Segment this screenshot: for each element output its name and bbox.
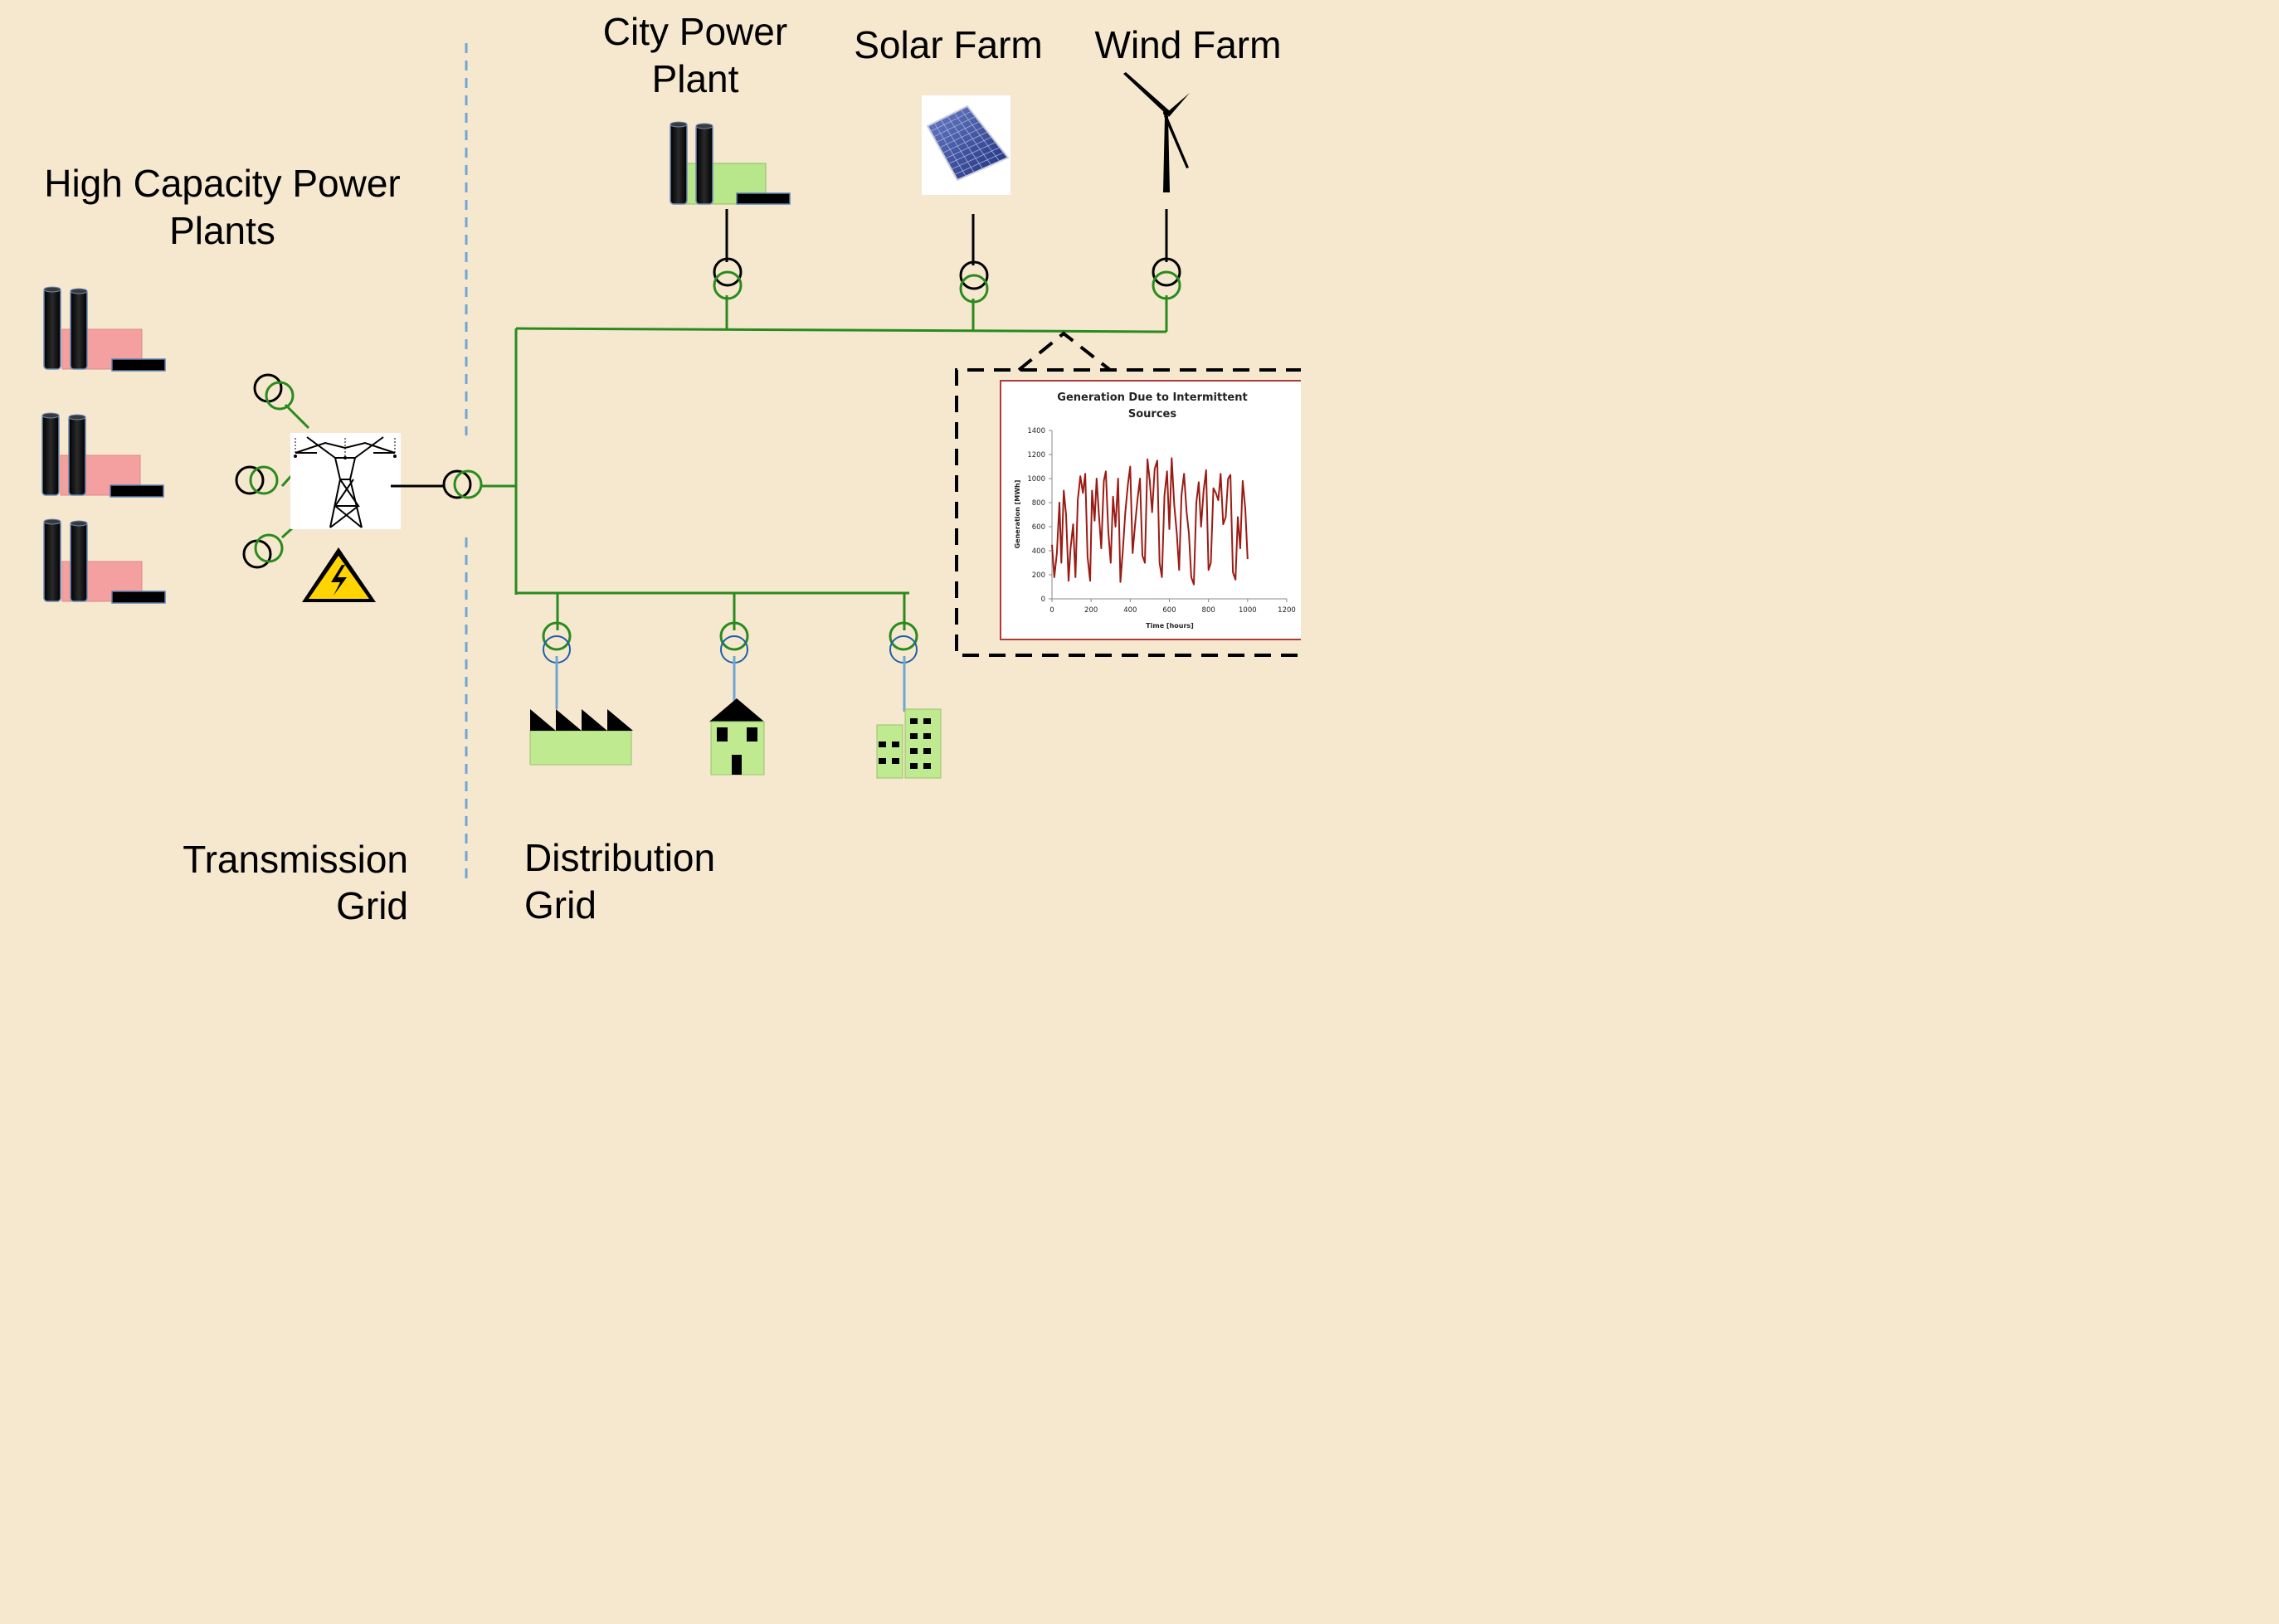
- chart-x-axis-label: Time [hours]: [1146, 622, 1194, 630]
- high-capacity-label-line1: High Capacity Power: [44, 162, 401, 205]
- chart-x-tick-label: 1000: [1239, 606, 1257, 615]
- transformer-icon: [959, 260, 989, 304]
- distribution-label-line1: Distribution: [524, 836, 715, 879]
- chart-y-tick-label: 400: [1032, 547, 1045, 556]
- house-icon: [709, 698, 765, 776]
- chart-x-tick-label: 1200: [1278, 606, 1296, 615]
- generation-chart: Generation Due to Intermittent Sources 0…: [1000, 380, 1301, 640]
- chart-x-tick-label: 400: [1123, 606, 1137, 615]
- power-plant-icon: [43, 518, 166, 604]
- chart-y-tick-label: 200: [1032, 571, 1045, 580]
- high-capacity-label-line2: Plants: [169, 209, 275, 252]
- distribution-bus: [514, 295, 1168, 630]
- chart-y-tick-label: 1400: [1027, 427, 1045, 435]
- power-grid-diagram: High Capacity Power Plants City Power Pl…: [41, 10, 1301, 927]
- power-plant-icon: [670, 121, 791, 205]
- wind-turbine-icon: [1123, 72, 1190, 192]
- chart-series-line: [1051, 457, 1249, 586]
- transmission-label-line1: Transmission: [183, 838, 408, 881]
- city-plant-label-line1: City Power: [603, 10, 787, 53]
- chart-title-line1: Generation Due to Intermittent: [1057, 391, 1247, 404]
- solar-panel-icon: [922, 95, 1010, 195]
- office-building-icon: [876, 708, 942, 779]
- transformer-icon: [713, 257, 743, 300]
- solar-farm-label: Solar Farm: [854, 23, 1042, 66]
- transformer-icon: [1152, 257, 1181, 300]
- power-plant-icon: [43, 286, 166, 372]
- factory-icon: [529, 709, 633, 766]
- chart-y-tick-label: 1200: [1027, 451, 1045, 459]
- high-voltage-warning-icon: [302, 547, 376, 602]
- chart-y-tick-label: 1000: [1027, 475, 1045, 484]
- chart-title-line2: Sources: [1128, 408, 1176, 421]
- transmission-tower-icon: [290, 433, 401, 529]
- chart-callout-frame: [955, 368, 1301, 657]
- wind-farm-label: Wind Farm: [1095, 23, 1282, 66]
- transmission-label-line2: Grid: [336, 884, 408, 927]
- transformer-icon: [242, 533, 284, 569]
- chart-x-tick-label: 800: [1202, 606, 1215, 615]
- chart-y-tick-label: 600: [1032, 523, 1045, 532]
- chart-x-tick-label: 0: [1049, 606, 1054, 615]
- transformer-icon: [235, 465, 279, 495]
- chart-y-tick-label: 0: [1041, 596, 1045, 604]
- transformer-icon: [442, 469, 483, 499]
- chart-y-axis-label: Generation [MWh]: [1014, 480, 1021, 549]
- chart-x-tick-label: 600: [1162, 606, 1176, 615]
- distribution-label-line2: Grid: [524, 883, 597, 926]
- city-plant-label-line2: Plant: [652, 57, 739, 100]
- chart-y-tick-label: 800: [1032, 499, 1045, 508]
- power-plant-icon: [41, 412, 164, 498]
- chart-x-tick-label: 200: [1084, 606, 1098, 615]
- transformer-icon: [253, 373, 295, 411]
